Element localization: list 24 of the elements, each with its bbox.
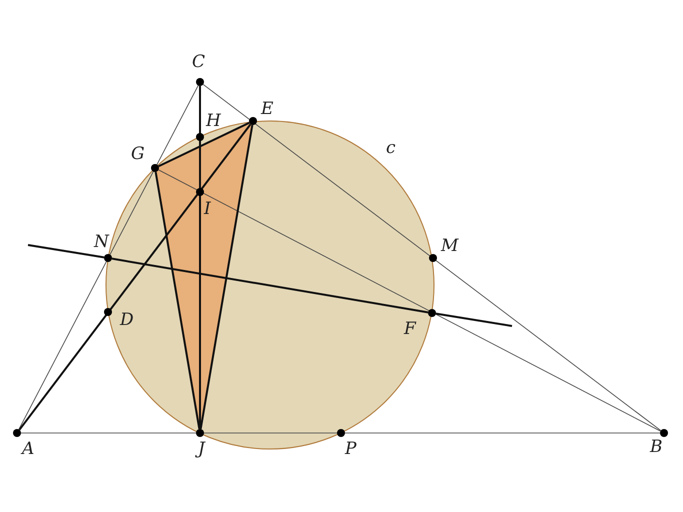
- point-label: A: [22, 441, 34, 458]
- line-segment: [200, 124, 254, 430]
- point-label: P: [345, 441, 356, 458]
- point-label: I: [204, 201, 211, 218]
- point-label: H: [206, 113, 221, 130]
- line-segment: [112, 258, 428, 314]
- line-segment: [158, 122, 250, 168]
- line-segment: [28, 244, 104, 258]
- point-label: C: [192, 54, 206, 71]
- line-segment: [158, 169, 661, 432]
- line-segment: [202, 84, 662, 431]
- line-segment: [436, 312, 512, 327]
- line-segment: [18, 85, 199, 430]
- point-label: E: [261, 101, 274, 118]
- line-segment: [20, 432, 660, 434]
- point-label: B: [650, 439, 662, 456]
- point-label: G: [131, 146, 145, 163]
- line-segment: [18, 124, 252, 430]
- point-label: M: [441, 238, 458, 255]
- point-label: F: [404, 321, 416, 338]
- circle-label: c: [386, 140, 396, 157]
- line-segment: [154, 172, 200, 430]
- point-label: D: [120, 312, 134, 329]
- point-label: N: [94, 234, 109, 251]
